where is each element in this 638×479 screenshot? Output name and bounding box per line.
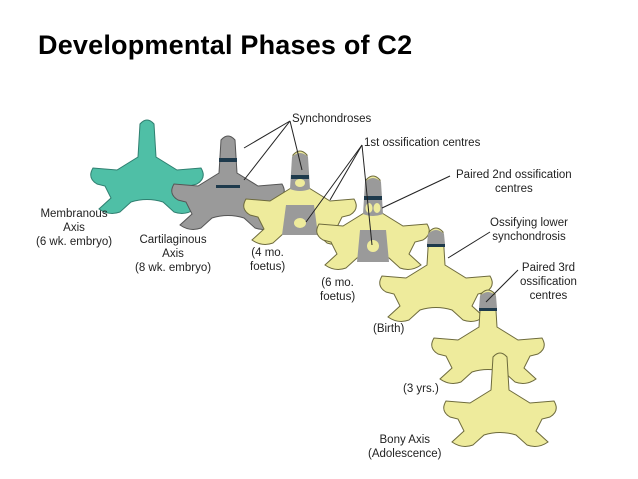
leader-ossification-3 <box>361 144 373 246</box>
annotation-first-ossification: 1st ossification centres <box>364 137 481 149</box>
leader-synchondroses-3 <box>289 120 303 171</box>
synchondrosis-band <box>427 244 445 247</box>
leader-paired-2nd <box>381 175 451 209</box>
leader-ossification-1 <box>329 144 363 201</box>
stage-label-3yrs: (3 yrs.) <box>403 383 439 395</box>
stage-birth-vertebra <box>379 227 493 322</box>
stage-label-6mo: (6 mo.foetus) <box>320 277 356 303</box>
page-title: Developmental Phases of C2 <box>38 30 413 60</box>
annotation-synchondroses: Synchondroses <box>292 113 372 125</box>
stage-label-4mo: (4 mo.foetus) <box>250 247 286 273</box>
synchondrosis-band <box>216 185 240 188</box>
leader-lines <box>243 120 519 303</box>
leader-synchondroses-1 <box>243 120 291 149</box>
leader-ossifying-lower <box>447 231 491 259</box>
synchondrosis-band <box>479 308 497 311</box>
leader-ossification-2 <box>305 144 363 223</box>
leader-paired-3rd <box>485 269 519 303</box>
synchondrosis-band <box>291 175 309 179</box>
stage-label-birth: (Birth) <box>373 323 405 335</box>
stage-label-bony: Bony Axis(Adolescence) <box>368 434 442 460</box>
synchondrosis-band <box>364 196 382 200</box>
stage-cartilaginous-vertebra <box>171 135 285 230</box>
stage-4mo-vertebra <box>243 150 357 245</box>
synchondrosis-band <box>219 158 237 162</box>
leader-synchondroses-2 <box>243 120 291 181</box>
